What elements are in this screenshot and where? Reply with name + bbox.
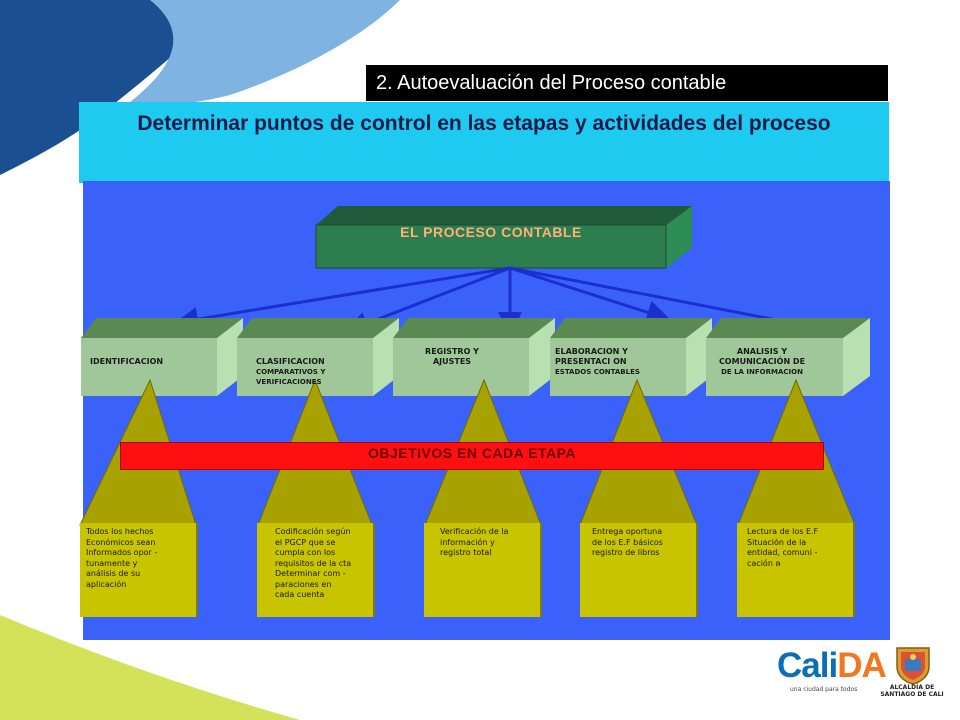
stage-box-3	[393, 318, 555, 396]
calida-logo-part2: DA	[837, 646, 887, 685]
stage-4-label: ELABORACION Y PRESENTACI ON	[555, 347, 628, 366]
title-band: Determinar puntos de control en las etap…	[79, 102, 889, 183]
arrow-to-elaboracion	[509, 266, 671, 324]
stage-box-2	[237, 318, 399, 396]
stage-4-sublabel: ESTADOS CONTABLES	[555, 368, 640, 376]
objective-box-3: Verificación de la información y registr…	[424, 523, 542, 617]
stage-label-4: ELABORACION Y PRESENTACI ON ESTADOS CONT…	[555, 347, 660, 377]
process-box	[315, 206, 692, 269]
stage-label-3: REGISTRO Y AJUSTES	[417, 347, 487, 367]
crest-caption-line1: ALCALDÍA DE	[889, 684, 935, 691]
objective-box-1: Todos los hechos Económicos sean Informa…	[80, 523, 198, 617]
stage-box-4	[550, 318, 712, 396]
process-title: EL PROCESO CONTABLE	[400, 224, 582, 240]
stage-label-2: CLASIFICACION COMPARATIVOS Y VERIFICACIO…	[256, 357, 356, 387]
stage-5-sublabel: DE LA INFORMACION	[721, 368, 803, 376]
stage-label-5: ANALISIS Y COMUNICACIÓN DE DE LA INFORMA…	[706, 347, 818, 377]
main-title: Determinar puntos de control en las etap…	[137, 112, 831, 135]
stage-label-1: IDENTIFICACION	[90, 357, 163, 367]
stage-box-5	[706, 318, 870, 396]
objective-box-4: Entrega oportuna de los E.F básicos regi…	[580, 523, 698, 617]
city-crest-icon	[896, 647, 930, 685]
objectives-bar: OBJETIVOS EN CADA ETAPA	[120, 442, 824, 470]
stage-3-label: REGISTRO Y AJUSTES	[425, 347, 479, 366]
calida-logo-part1: Cali	[777, 646, 838, 685]
objective-box-5: Lectura de los E.F Situación de la entid…	[737, 523, 855, 617]
stage-2-label: CLASIFICACION	[256, 357, 325, 366]
stage-1-label: IDENTIFICACION	[90, 357, 164, 366]
stage-5-label: ANALISIS Y COMUNICACIÓN DE	[718, 347, 806, 366]
crest-caption-line2: SANTIAGO DE CALI	[880, 691, 944, 698]
calida-slogan: una ciudad para todos	[790, 686, 858, 693]
calida-logo: CaliDA una ciudad para todos	[777, 646, 887, 696]
stage-2-sublabel: COMPARATIVOS Y VERIFICACIONES	[256, 368, 326, 386]
crest-caption: ALCALDÍA DE SANTIAGO DE CALI	[872, 684, 952, 698]
objective-box-2: Codificación según el PGCP que se cumpla…	[257, 523, 375, 617]
arrow-to-identificacion	[174, 266, 511, 331]
section-title: 2. Autoevaluación del Proceso contable	[366, 65, 888, 101]
